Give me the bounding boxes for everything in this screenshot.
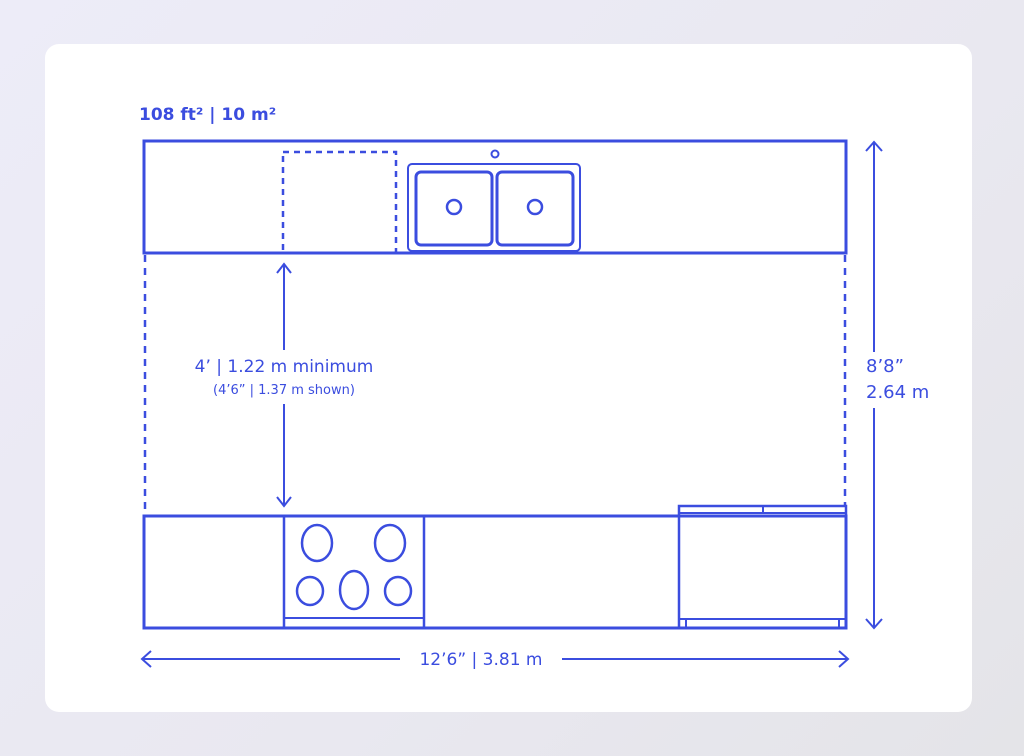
diagram-card (45, 44, 972, 712)
burner (383, 575, 413, 607)
upper-counter (142, 139, 848, 255)
sink-basin-left (414, 170, 494, 247)
depth-metric-label: 2.64 m (866, 382, 929, 403)
cooktop (282, 514, 426, 630)
burner (300, 523, 334, 563)
sink (407, 163, 581, 252)
drain-right (526, 198, 544, 216)
clearance-shown-label: (4’6” | 1.37 m shown) (213, 383, 355, 398)
faucet-icon (490, 149, 500, 159)
burner (373, 523, 407, 563)
area-label: 108 ft² | 10 m² (139, 105, 276, 125)
clearance-label: 4’ | 1.22 m minimum (195, 357, 374, 377)
lower-counter (142, 514, 848, 630)
depth-imperial-label: 8’8” (866, 356, 904, 377)
width-label: 12’6” | 3.81 m (419, 650, 542, 670)
drain-left (445, 198, 463, 216)
burner (338, 569, 370, 611)
refrigerator (677, 504, 848, 630)
burner (295, 575, 325, 607)
dishwasher-outline (281, 150, 398, 255)
sink-basin-right (495, 170, 575, 247)
